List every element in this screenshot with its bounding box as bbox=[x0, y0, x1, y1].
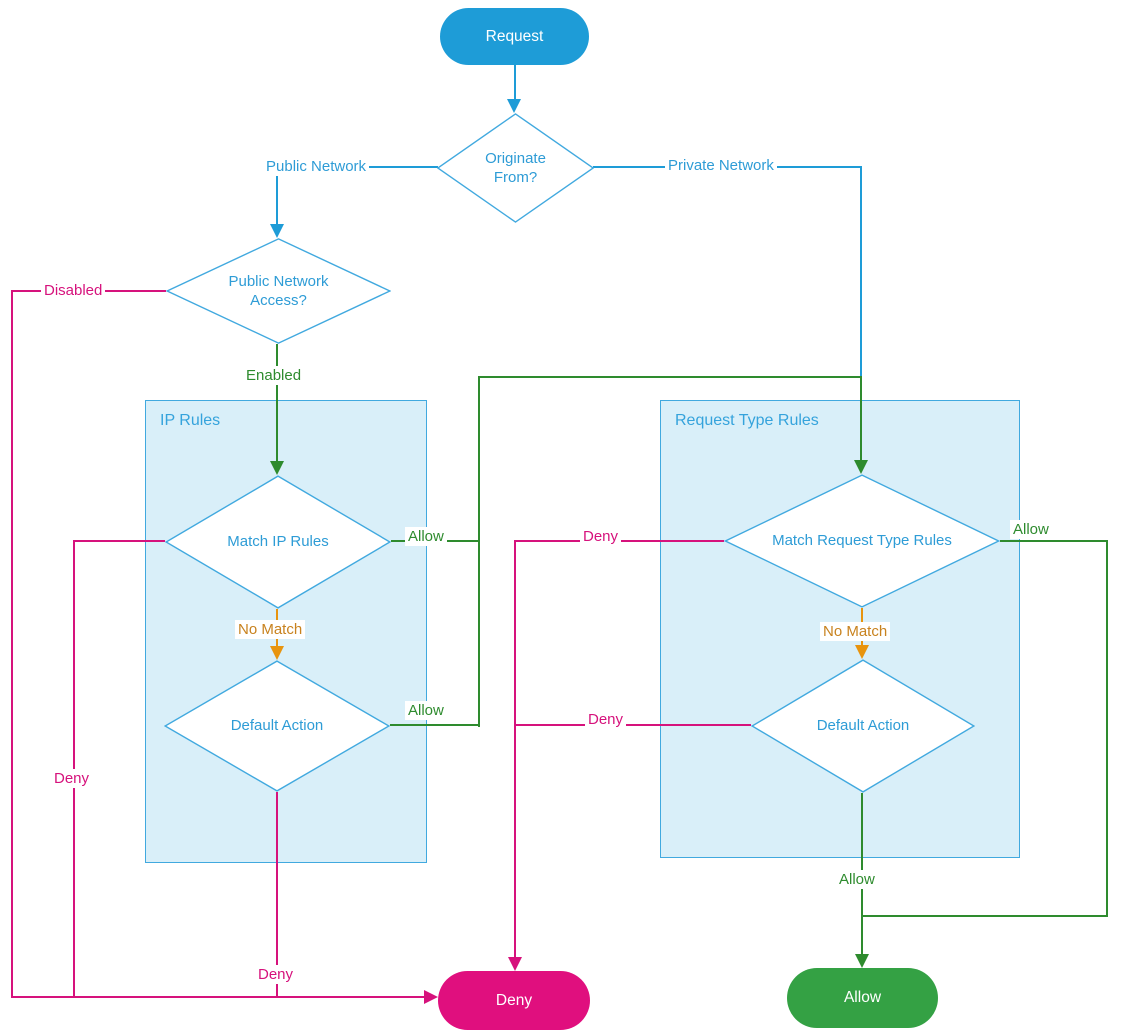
group-request-type-rules-title: Request Type Rules bbox=[675, 412, 819, 429]
edge-label-rt-default-allow: Allow bbox=[836, 870, 878, 889]
connector-ip-default-deny-v bbox=[276, 792, 278, 998]
arrowhead-into-deny-terminal-left bbox=[424, 990, 438, 1004]
edge-label-rt-match-allow: Allow bbox=[1010, 520, 1052, 539]
decision-default-action-ip: Default Action bbox=[164, 660, 390, 792]
node-request-label: Request bbox=[485, 27, 544, 45]
edge-label-ip-match-allow: Allow bbox=[405, 527, 447, 546]
decision-match-request-type-rules-label: Match Request Type Rules bbox=[772, 532, 952, 550]
edge-label-disabled: Disabled bbox=[41, 281, 106, 300]
edge-label-rt-default-deny: Deny bbox=[585, 710, 627, 729]
decision-default-action-request-type-label: Default Action bbox=[816, 717, 910, 735]
arrowhead-into-deny-terminal-top bbox=[508, 957, 522, 971]
node-deny-label: Deny bbox=[495, 991, 533, 1009]
decision-match-request-type-rules: Match Request Type Rules bbox=[724, 474, 1000, 608]
connector-ip-default-allow bbox=[390, 724, 480, 726]
connector-rt-allow-return bbox=[862, 915, 1108, 917]
edge-label-ip-default-deny: Deny bbox=[255, 965, 297, 984]
edge-label-rt-no-match: No Match bbox=[820, 622, 891, 641]
arrowhead-into-default-action-rt bbox=[855, 645, 869, 659]
edge-label-public-network: Public Network bbox=[263, 157, 370, 176]
connector-allow-riser-left bbox=[478, 377, 480, 727]
connector-rt-deny-v bbox=[514, 540, 516, 957]
edge-label-ip-match-deny: Deny bbox=[51, 769, 93, 788]
connector-disabled-v bbox=[11, 290, 13, 998]
decision-match-ip-rules-label: Match IP Rules bbox=[227, 533, 329, 551]
connector-rt-match-allow-v bbox=[1106, 540, 1108, 917]
edge-label-private-network: Private Network bbox=[665, 156, 777, 175]
decision-originate-from: Originate From? bbox=[437, 113, 594, 223]
arrowhead-into-match-request-type bbox=[854, 460, 868, 474]
connector-rt-match-allow-h bbox=[1000, 540, 1108, 542]
connector-request-to-originate bbox=[514, 65, 516, 100]
connector-into-match-request-type bbox=[860, 377, 862, 461]
edge-label-ip-no-match: No Match bbox=[235, 620, 306, 639]
edge-label-ip-default-allow: Allow bbox=[405, 701, 447, 720]
decision-default-action-request-type: Default Action bbox=[751, 659, 975, 793]
edge-label-rt-match-deny: Deny bbox=[580, 527, 622, 546]
arrowhead-into-public-network-access bbox=[270, 224, 284, 238]
arrowhead-into-default-action-ip bbox=[270, 646, 284, 660]
connector-rt-default-deny-h bbox=[515, 724, 751, 726]
node-request: Request bbox=[440, 8, 589, 65]
decision-public-network-access: Public Network Access? bbox=[166, 238, 391, 344]
node-allow-label: Allow bbox=[843, 989, 882, 1006]
arrowhead-into-originate-from bbox=[507, 99, 521, 113]
connector-enabled bbox=[276, 344, 278, 462]
arrowhead-into-allow-terminal bbox=[855, 954, 869, 968]
arrowhead-into-match-ip-rules bbox=[270, 461, 284, 475]
decision-originate-from-label: Originate From? bbox=[485, 149, 546, 187]
edge-label-enabled: Enabled bbox=[243, 366, 305, 385]
connector-deny-bottom-h bbox=[11, 996, 424, 998]
decision-public-network-access-label: Public Network Access? bbox=[228, 272, 329, 310]
group-request-type-rules: Request Type Rules bbox=[660, 400, 1020, 858]
connector-allow-cross-top bbox=[478, 376, 862, 378]
decision-match-ip-rules: Match IP Rules bbox=[165, 475, 391, 609]
decision-default-action-ip-label: Default Action bbox=[230, 717, 324, 735]
node-deny: Deny bbox=[438, 971, 590, 1030]
connector-public-network-v bbox=[276, 166, 278, 225]
connector-ip-match-deny-h bbox=[74, 540, 165, 542]
node-allow: Allow bbox=[787, 968, 938, 1028]
connector-private-network-v bbox=[860, 166, 862, 378]
group-ip-rules-title: IP Rules bbox=[160, 412, 221, 429]
